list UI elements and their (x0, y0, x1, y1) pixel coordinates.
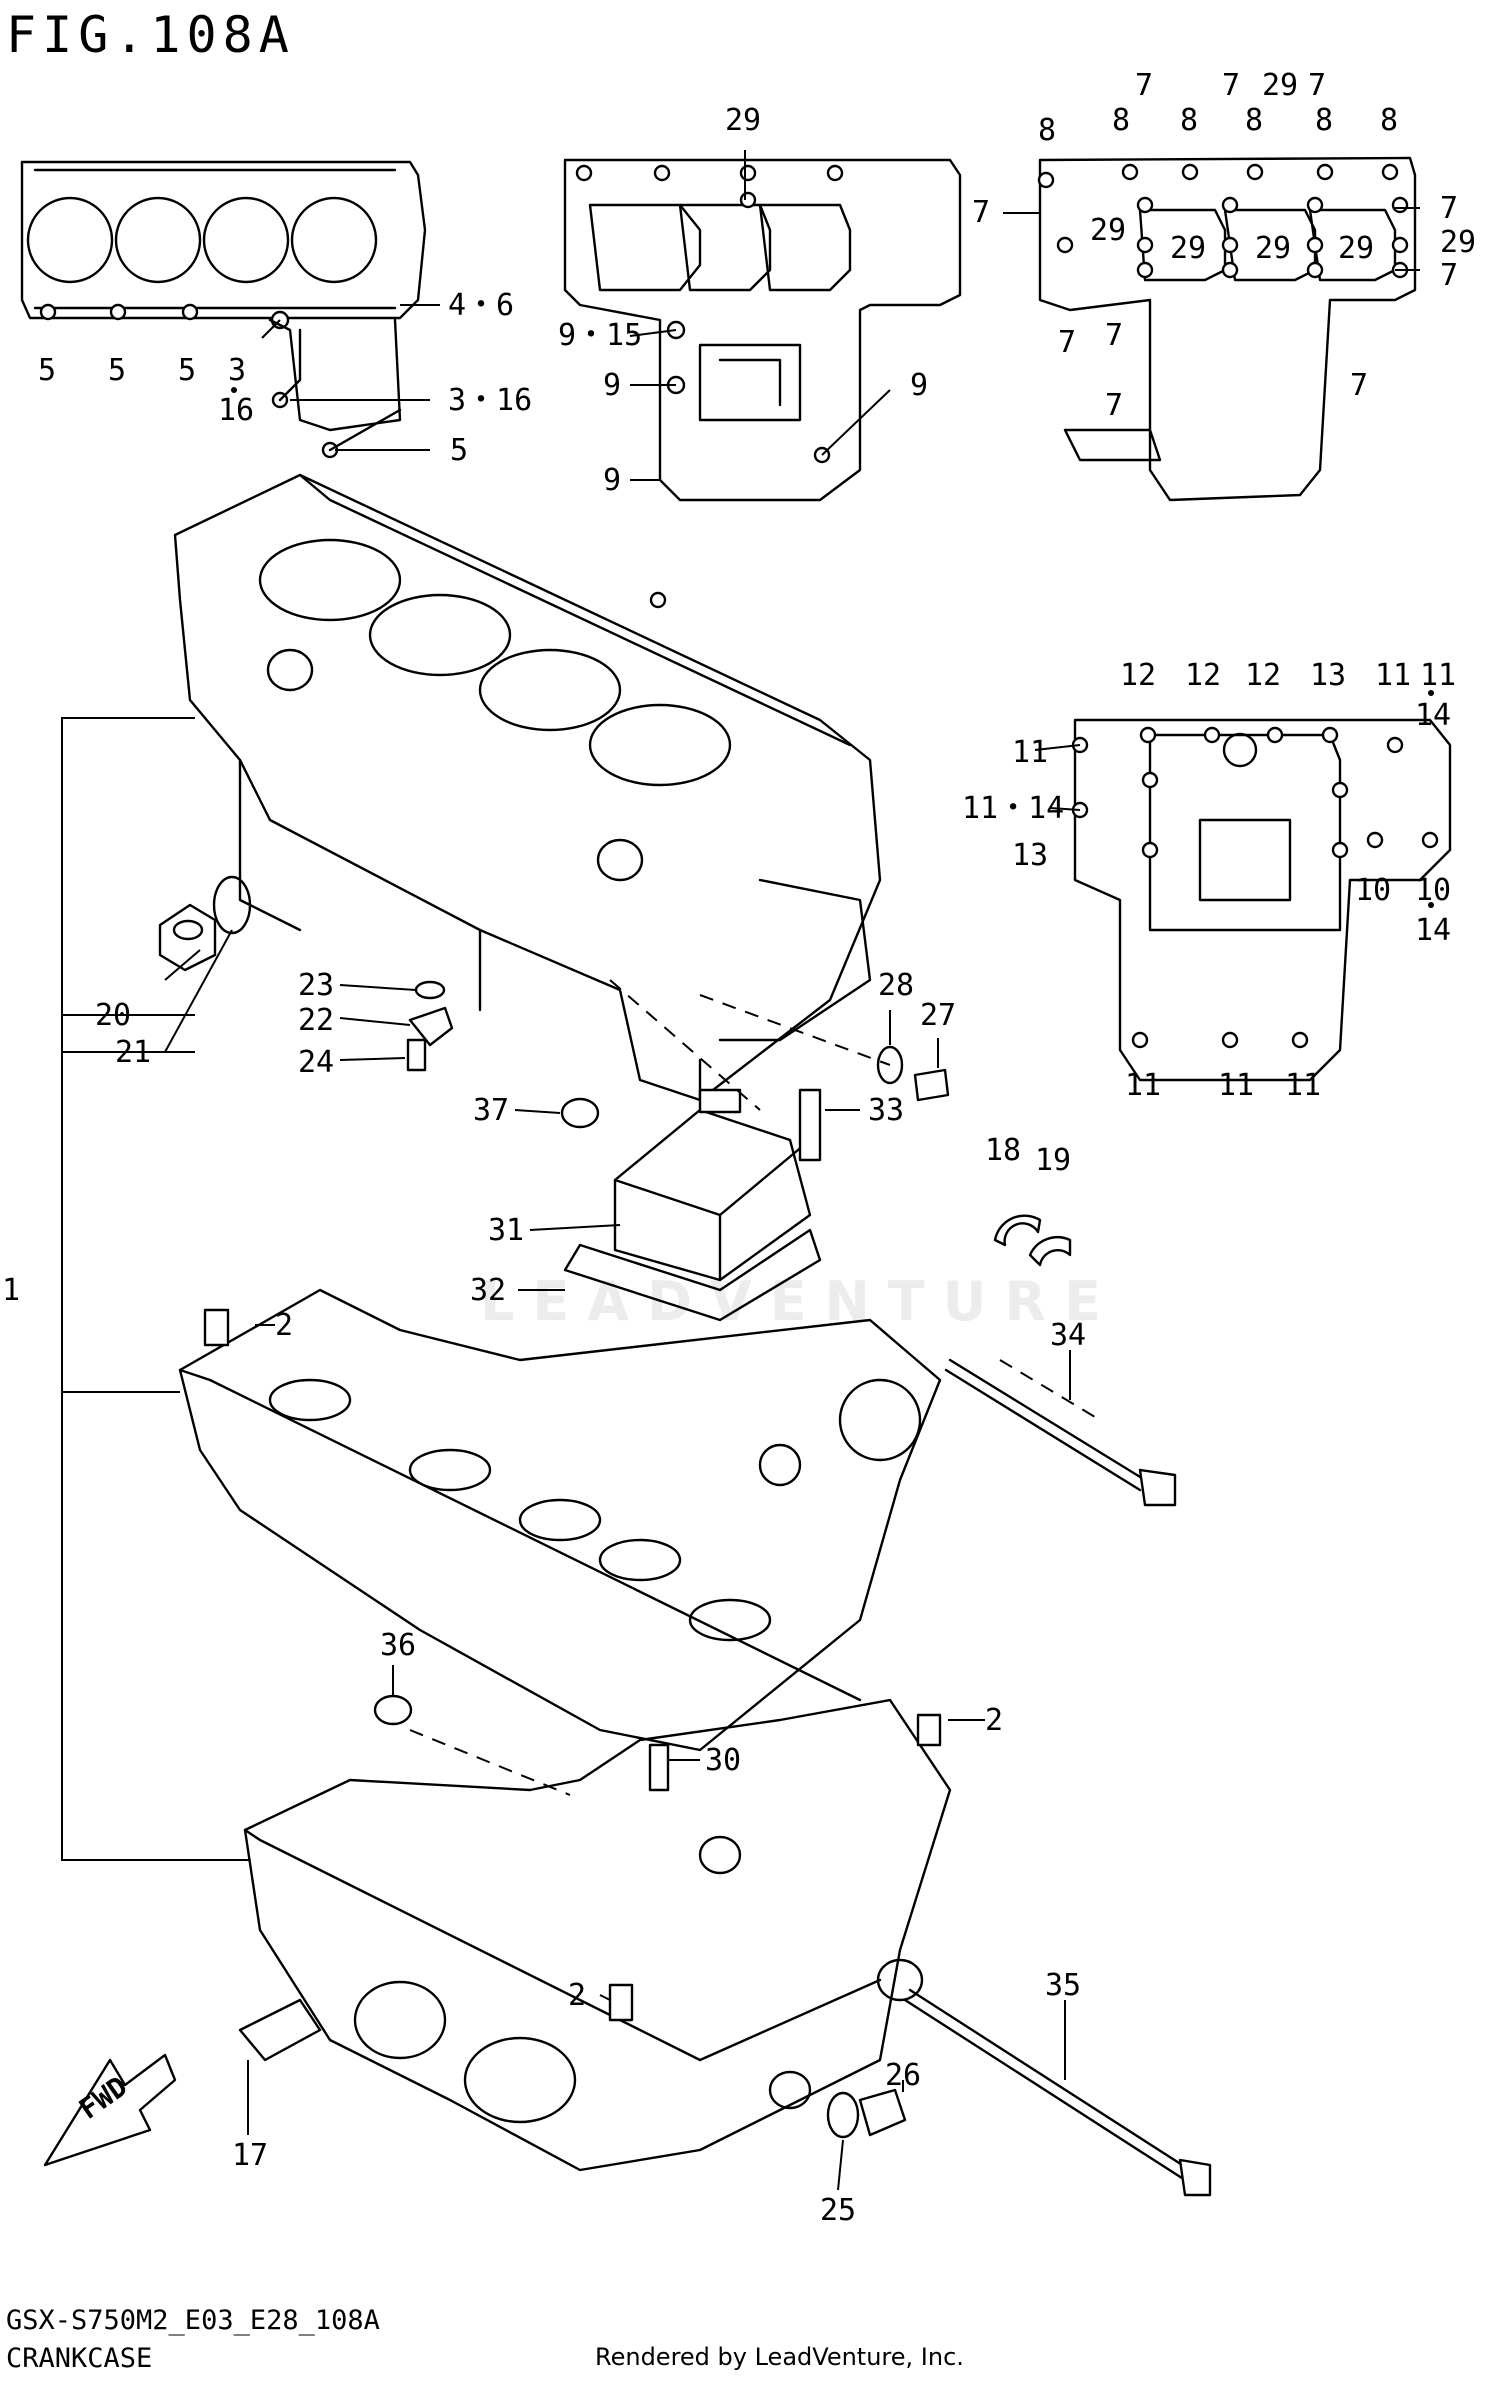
callout-labels: 4・6 5 5 5 3 16 3・16 5 29 9・15 9 9 9 7 7 … (2, 68, 1476, 2228)
callout-label: 11 (1375, 658, 1411, 693)
callout-label: 20 (95, 998, 131, 1033)
callout-label: 26 (885, 2058, 921, 2093)
middle-crankcase (178, 1288, 942, 1752)
callout-label: 8 (1112, 103, 1130, 138)
callout-label: 2 (568, 1978, 586, 2013)
callout-label: 3 (228, 353, 246, 388)
callout-label: 7 (1105, 318, 1123, 353)
callout-label: 36 (380, 1628, 416, 1663)
callout-label: 8 (1315, 103, 1333, 138)
callout-label: 11・14 (962, 791, 1064, 826)
callout-label: 7 (1135, 68, 1153, 103)
lower-case-bottom-view (1071, 718, 1452, 1082)
callout-label: 12 (1185, 658, 1221, 693)
small-parts (158, 875, 1212, 2197)
callout-label: 25 (820, 2193, 856, 2228)
callout-label: 9 (603, 368, 621, 403)
callout-label: 7 (1440, 258, 1458, 293)
forward-arrow-icon: FWD (43, 2053, 177, 2167)
callout-label: 11 (1420, 658, 1456, 693)
callout-label: 29 (1170, 231, 1206, 266)
leader-lines (164, 150, 1420, 2191)
callout-label: 7 (1440, 191, 1458, 226)
callout-label: 8 (1245, 103, 1263, 138)
callout-label: 29 (1090, 213, 1126, 248)
callout-label: 5 (450, 433, 468, 468)
callout-label: 29 (1255, 231, 1291, 266)
callout-label: 18 (985, 1133, 1021, 1168)
figure-title: FIG.108A (6, 6, 295, 64)
callout-label: 10 (1415, 873, 1451, 908)
callout-label: 31 (488, 1213, 524, 1248)
upper-case-bolt-view (1037, 156, 1417, 502)
callout-label: 21 (115, 1035, 151, 1070)
callout-label: 5 (38, 353, 56, 388)
callout-label: 7 (972, 195, 990, 230)
callout-label: 33 (868, 1093, 904, 1128)
callout-label: 8 (1380, 103, 1398, 138)
callout-label: 9・15 (558, 318, 642, 353)
callout-label: 8 (1038, 113, 1056, 148)
watermark: LEADVENTURE (480, 1270, 1119, 1333)
callout-label: 13 (1310, 658, 1346, 693)
upper-crankcase (173, 473, 882, 1102)
callout-label: 32 (470, 1273, 506, 1308)
oil-cover (563, 1088, 822, 1322)
callout-label: 8 (1180, 103, 1198, 138)
callout-label: 16 (218, 393, 254, 428)
callout-label: 22 (298, 1003, 334, 1038)
callout-label: 19 (1035, 1143, 1071, 1178)
callout-label: 9 (603, 463, 621, 498)
callout-label: 23 (298, 968, 334, 1003)
callout-label: 24 (298, 1045, 334, 1080)
callout-label: 9 (910, 368, 928, 403)
callout-label: 34 (1050, 1318, 1086, 1353)
callout-label: 14 (1415, 913, 1451, 948)
callout-label: 29 (1262, 68, 1298, 103)
callout-label: 7 (1308, 68, 1326, 103)
callout-label: 14 (1415, 698, 1451, 733)
callout-label: 4・6 (448, 288, 514, 323)
callout-label: 2 (985, 1703, 1003, 1738)
callout-label: 30 (705, 1743, 741, 1778)
model-code: GSX-S750M2_E03_E28_108A (6, 2305, 380, 2336)
callout-label: 1 (2, 1273, 20, 1308)
callout-label: 11 (1125, 1068, 1161, 1103)
callout-label: 7 (1105, 388, 1123, 423)
callout-label: 29 (1440, 225, 1476, 260)
callout-label: 5 (108, 353, 126, 388)
figure-name: CRANKCASE (6, 2343, 153, 2374)
callout-label: 29 (1338, 231, 1374, 266)
callout-label: 12 (1120, 658, 1156, 693)
callout-label: 5 (178, 353, 196, 388)
callout-label: 29 (725, 103, 761, 138)
callout-label: 3・16 (448, 383, 532, 418)
callout-label: 10 (1355, 873, 1391, 908)
callout-label: 11 (1012, 735, 1048, 770)
callout-label: 11 (1285, 1068, 1321, 1103)
callout-label: 7 (1058, 325, 1076, 360)
callout-label: 17 (232, 2138, 268, 2173)
callout-label: 28 (878, 968, 914, 1003)
render-credit: Rendered by LeadVenture, Inc. (595, 2343, 964, 2371)
lower-crankcase (243, 1698, 952, 2172)
callout-label: 13 (1012, 838, 1048, 873)
callout-label: 37 (473, 1093, 509, 1128)
middle-case-face-view (563, 158, 962, 502)
callout-label: 11 (1218, 1068, 1254, 1103)
callout-label: 35 (1045, 1968, 1081, 2003)
callout-label: 7 (1350, 368, 1368, 403)
callout-label: 2 (275, 1308, 293, 1343)
callout-label: 12 (1245, 658, 1281, 693)
assembly-bracket (61, 717, 250, 1861)
callout-label: 27 (920, 998, 956, 1033)
callout-label: 7 (1222, 68, 1240, 103)
